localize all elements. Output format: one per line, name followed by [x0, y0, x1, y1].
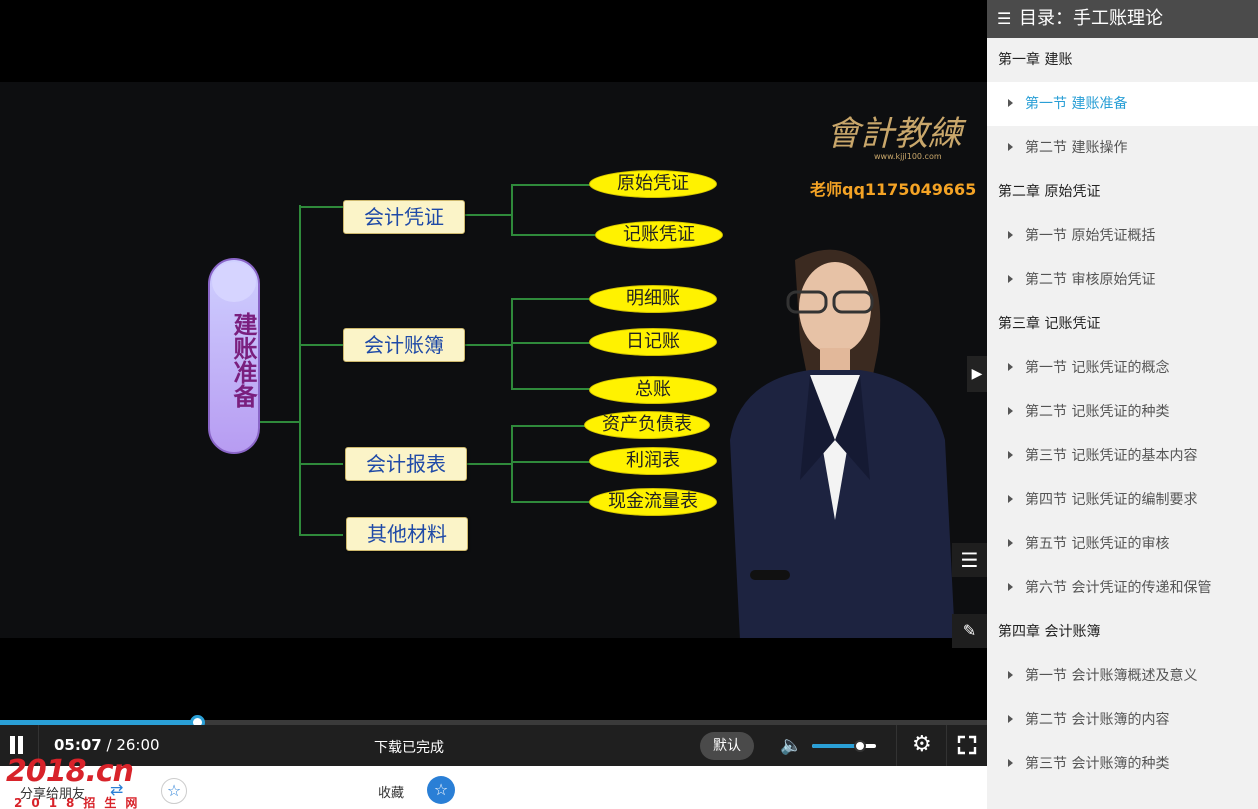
triangle-right-icon	[1008, 231, 1013, 239]
mindmap-leaf: 现金流量表	[589, 488, 717, 516]
toc-section[interactable]: 第一节 记账凭证的概念	[987, 346, 1258, 390]
triangle-right-icon	[1008, 143, 1013, 151]
toc-section[interactable]: 第二节 会计账簿的内容	[987, 698, 1258, 742]
toc-section-label: 第三节 会计账簿的种类	[1025, 756, 1170, 772]
toc-chapter-label: 第一章 建账	[998, 52, 1073, 68]
triangle-right-icon	[1008, 715, 1013, 723]
mindmap-leaf: 总账	[589, 376, 717, 404]
gear-icon[interactable]: ⚙	[912, 732, 932, 757]
toc-section[interactable]: 第二节 审核原始凭证	[987, 258, 1258, 302]
toc-section[interactable]: 第三节 记账凭证的基本内容	[987, 434, 1258, 478]
mindmap-root: 建账准备	[208, 258, 260, 454]
volume-handle[interactable]	[854, 740, 866, 752]
toc-chapter[interactable]: 第二章 原始凭证	[987, 170, 1258, 214]
triangle-right-icon	[1008, 99, 1013, 107]
triangle-right-icon	[1008, 495, 1013, 503]
toc-title: 目录：手工账理论	[1019, 8, 1163, 29]
current-time: 05:07	[54, 736, 102, 754]
control-bar: 05:07 / 26:00 下载已完成 默认 🔈 ⚙	[0, 725, 987, 766]
toc-section[interactable]: 第一节 原始凭证概括	[987, 214, 1258, 258]
mindmap-branch: 其他材料	[346, 517, 468, 551]
triangle-right-icon	[1008, 583, 1013, 591]
mindmap-branch: 会计报表	[345, 447, 467, 481]
collect-label: 收藏	[378, 786, 405, 801]
star-icon[interactable]: ☆	[161, 778, 187, 804]
download-status: 下载已完成	[374, 740, 444, 756]
toc-section[interactable]: 第六节 会计凭证的传递和保管	[987, 566, 1258, 610]
toc-section[interactable]: 第三节 会计账簿的种类	[987, 742, 1258, 786]
mindmap-root-label: 建账准备	[229, 312, 257, 408]
progress-fill	[0, 720, 198, 725]
below-bar: 分享给朋友 ⇄ ☆ 收藏 ☆	[0, 766, 987, 809]
toc-list: 第一章 建账第一节 建账准备第二节 建账操作第二章 原始凭证第一节 原始凭证概括…	[987, 38, 1258, 786]
share-icon[interactable]: ⇄	[110, 780, 124, 799]
triangle-right-icon	[1008, 451, 1013, 459]
toc-chapter-label: 第二章 原始凭证	[998, 184, 1101, 200]
mindmap-leaf: 资产负债表	[584, 411, 710, 439]
toc-section[interactable]: 第一节 会计账簿概述及意义	[987, 654, 1258, 698]
volume-icon[interactable]: 🔈	[780, 735, 803, 756]
share-label: 分享给朋友	[20, 787, 86, 802]
pause-icon[interactable]	[8, 734, 24, 756]
time-separator: /	[101, 736, 117, 754]
toc-section-label: 第一节 建账准备	[1025, 96, 1128, 112]
mindmap-branch: 会计账簿	[343, 328, 465, 362]
quality-button[interactable]: 默认	[700, 732, 754, 760]
toc-sidebar: ☰ 目录：手工账理论 第一章 建账第一节 建账准备第二节 建账操作第二章 原始凭证…	[987, 0, 1258, 809]
mindmap-leaf: 记账凭证	[595, 221, 723, 249]
mindmap-leaf: 原始凭证	[589, 170, 717, 198]
toc-section-label: 第六节 会计凭证的传递和保管	[1025, 580, 1212, 596]
total-time: 26:00	[116, 736, 160, 754]
toc-section-label: 第三节 记账凭证的基本内容	[1025, 448, 1198, 464]
toc-chapter-label: 第三章 记账凭证	[998, 316, 1101, 332]
toc-chapter-label: 第四章 会计账簿	[998, 624, 1101, 640]
triangle-right-icon	[1008, 363, 1013, 371]
teacher-qq: 老师qq1175049665	[810, 180, 977, 199]
toc-section[interactable]: 第二节 记账凭证的种类	[987, 390, 1258, 434]
toc-chapter[interactable]: 第一章 建账	[987, 38, 1258, 82]
toc-section[interactable]: 第二节 建账操作	[987, 126, 1258, 170]
toc-section-label: 第一节 记账凭证的概念	[1025, 360, 1170, 376]
toc-section-label: 第二节 建账操作	[1025, 140, 1128, 156]
presenter-image	[730, 249, 955, 638]
note-pen-button[interactable]: ✎	[952, 614, 987, 648]
triangle-right-icon	[1008, 407, 1013, 415]
toc-section-label: 第二节 会计账簿的内容	[1025, 712, 1170, 728]
triangle-right-icon	[1008, 671, 1013, 679]
toc-header: ☰ 目录：手工账理论	[987, 0, 1258, 38]
mindmap-branch: 会计凭证	[343, 200, 465, 234]
toggle-toc-arrow-button[interactable]: ▶	[967, 356, 987, 392]
triangle-right-icon	[1008, 759, 1013, 767]
toc-section-label: 第五节 记账凭证的审核	[1025, 536, 1170, 552]
toc-section-label: 第一节 会计账簿概述及意义	[1025, 668, 1198, 684]
fullscreen-icon[interactable]	[957, 735, 977, 755]
mindmap-leaf: 明细账	[589, 285, 717, 313]
list-icon: ☰	[997, 9, 1012, 28]
triangle-right-icon	[1008, 275, 1013, 283]
time-display: 05:07 / 26:00	[54, 736, 160, 754]
collect-button[interactable]: ☆	[427, 776, 455, 804]
volume-slider[interactable]	[812, 740, 876, 752]
brand-logo: 會計教練 www.kjjl100.com	[826, 114, 962, 161]
mindmap-leaf: 利润表	[589, 447, 717, 475]
toc-section[interactable]: 第五节 记账凭证的审核	[987, 522, 1258, 566]
menu-button[interactable]: ☰	[952, 543, 987, 577]
video-player[interactable]: 建账准备 会计凭证 会计账簿 会计报表 其他材料 原始凭证 记账凭证 明细账 日…	[0, 0, 987, 766]
toc-section-label: 第一节 原始凭证概括	[1025, 228, 1156, 244]
toc-section-label: 第四节 记账凭证的编制要求	[1025, 492, 1198, 508]
video-frame[interactable]: 建账准备 会计凭证 会计账簿 会计报表 其他材料 原始凭证 记账凭证 明细账 日…	[0, 82, 987, 638]
toc-section-label: 第二节 审核原始凭证	[1025, 272, 1156, 288]
triangle-right-icon	[1008, 539, 1013, 547]
toc-section[interactable]: 第四节 记账凭证的编制要求	[987, 478, 1258, 522]
mindmap-leaf: 日记账	[589, 328, 717, 356]
toc-chapter[interactable]: 第四章 会计账簿	[987, 610, 1258, 654]
toc-section[interactable]: 第一节 建账准备	[987, 82, 1258, 126]
toc-section-label: 第二节 记账凭证的种类	[1025, 404, 1170, 420]
toc-chapter[interactable]: 第三章 记账凭证	[987, 302, 1258, 346]
